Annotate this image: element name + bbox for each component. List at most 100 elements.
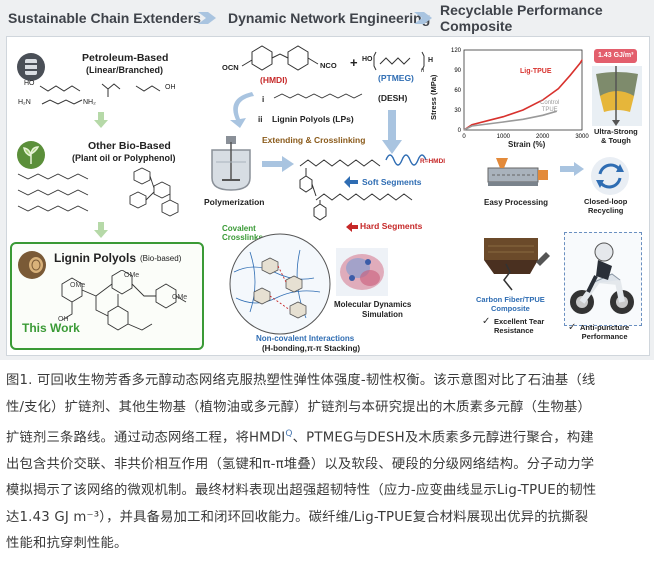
- ptmeg-structure: [373, 51, 425, 71]
- caption-text: 、PTMEG与DESH及木质素多元醇进行聚合，构建: [292, 430, 594, 446]
- hydroxyl-label: HO: [24, 80, 35, 87]
- lignin-title: Lignin Polyols: [54, 251, 137, 265]
- data-point: [581, 59, 583, 61]
- data-point: [579, 62, 581, 64]
- bio-based-molecules: [17, 167, 179, 217]
- hydroxyl-label: OH: [58, 316, 69, 323]
- curved-arrow-icon: [230, 92, 254, 128]
- extruder-icon: [487, 158, 548, 186]
- plant-icon: [17, 141, 45, 169]
- chart-frame: [463, 49, 583, 131]
- caption-text: 扩链剂三条路线。通过动态网络工程，将HMDI: [6, 430, 286, 446]
- recycle-icon: [591, 157, 629, 195]
- chart-ylabel: Stress (MPa): [429, 74, 438, 120]
- tear-resistance-label: Excellent Tear Resistance: [494, 317, 545, 335]
- x-tick-label: 0: [462, 134, 466, 140]
- x-tick-label: 3000: [575, 134, 589, 140]
- data-point: [522, 109, 524, 111]
- ultra-tough-label: Ultra-Strong & Tough: [594, 127, 638, 145]
- hmdi-structure: [241, 45, 319, 71]
- reactor-icon: [211, 136, 251, 191]
- desh-label: (DESH): [378, 93, 408, 103]
- hard-segments-label: Hard Segments: [360, 221, 423, 231]
- ome-label: OMe: [124, 272, 140, 279]
- ome-label: OMe: [172, 294, 188, 301]
- data-point: [502, 116, 504, 118]
- x-tick-label: 2000: [536, 134, 550, 140]
- this-work-label: This Work: [22, 321, 80, 335]
- noncovalent-sub: (H-bonding,π-π Stacking): [262, 344, 361, 353]
- carbon-fiber-composite-image: [484, 238, 550, 291]
- wood-log-icon: [18, 251, 46, 279]
- figure-caption: 图1. 可回收生物芳香多元醇动态网络克服热塑性弹性体强度-韧性权衡。该示意图对比…: [6, 368, 646, 558]
- r-hmdi-label: R=HMDI: [420, 158, 446, 165]
- caption-line: 模拟揭示了该网络的微观机制。最终材料表现出超强超韧特性（应力-应变曲线显示Lig…: [6, 483, 597, 499]
- data-point: [542, 99, 544, 101]
- arrow-left-icon: [344, 176, 358, 188]
- lignin-polyol-structure: [61, 270, 187, 331]
- arrow-right-icon: [560, 162, 584, 176]
- toughness-badge: 1.43 GJ/m³: [594, 49, 638, 64]
- header-chain-extenders: Sustainable Chain Extenders: [8, 10, 201, 26]
- puncture-label: Anti-puncture Performance: [580, 323, 630, 341]
- ptmeg-h: H: [428, 57, 434, 64]
- lignin-subtitle: (Bio-based): [140, 254, 182, 263]
- header-dynamic-network: Dynamic Network Engineering: [228, 10, 431, 26]
- hmdi-label: (HMDI): [260, 75, 288, 85]
- data-point: [522, 118, 524, 120]
- y-tick-label: 0: [458, 128, 462, 134]
- arrow-left-icon: [346, 222, 358, 232]
- polymerization-label: Polymerization: [204, 197, 265, 207]
- check-icon: ✓: [568, 322, 577, 333]
- stress-strain-chart: 0 30 60 90 120 0 1000 2000 3000: [451, 48, 589, 140]
- y-tick-label: 120: [451, 48, 462, 54]
- data-point: [502, 121, 504, 123]
- desh-structure: [273, 93, 363, 99]
- header-arrow-icon: [198, 12, 216, 24]
- network-circle: [229, 233, 331, 335]
- data-point: [542, 114, 544, 116]
- carbon-fiber-label: Carbon Fiber/TPUE Composite: [476, 295, 545, 313]
- data-point: [463, 129, 465, 131]
- caption-line: 性/支化）扩链剂、其他生物基（植物油或多元醇）扩链剂与本研究提出的木质素多元醇（…: [6, 399, 592, 415]
- lignin-polyols-lps: Lignin Polyols (LPs): [272, 114, 354, 124]
- other-bio-title: Other Bio-Based: [88, 140, 171, 152]
- search-icon[interactable]: Q: [285, 429, 293, 439]
- closed-loop-label: Closed-loop Recycling: [584, 197, 628, 215]
- y-tick-label: 30: [454, 108, 461, 114]
- header-recyclable-composite: Recyclable Performance Composite: [440, 2, 603, 34]
- arrow-down-icon: [94, 112, 108, 128]
- arrow-down-icon: [382, 110, 402, 154]
- amine-label: H₂N: [18, 99, 31, 106]
- caption-line: 出包含共价交联、非共价相互作用（氢键和π-π堆叠）以及软段、硬段的分级网络结构。…: [6, 456, 595, 472]
- caption-line: 图1. 可回收生物芳香多元醇动态网络克服热塑性弹性体强度-韧性权衡。该示意图对比…: [6, 373, 596, 388]
- caption-line: 扩链剂三条路线。通过动态网络工程，将HMDIQ、PTMEG与DESH及木质素多元…: [6, 421, 646, 452]
- header-arrow-icon: [414, 12, 432, 24]
- covalent-crosslinks-label: Covalent Crosslinks: [222, 224, 263, 243]
- check-icon: ✓: [482, 316, 491, 327]
- caption-line: 达1.43 GJ m⁻³），并具备易加工和闭环回收能力。碳纤维/Lig-TPUE…: [6, 509, 589, 525]
- ptmeg-ho: HO: [362, 56, 373, 63]
- ome-label: OMe: [70, 282, 86, 289]
- series-label-control: Control TPUE: [540, 100, 560, 113]
- ptmeg-n: n: [421, 68, 425, 74]
- extending-label: Extending & Crosslinking: [262, 135, 366, 145]
- x-tick-label: 1000: [497, 134, 511, 140]
- nco-label: NCO: [320, 61, 337, 70]
- y-tick-label: 60: [454, 88, 461, 94]
- data-point: [471, 124, 473, 126]
- data-point: [569, 74, 571, 76]
- item-i: i: [262, 95, 265, 104]
- arrow-right-icon: [262, 156, 294, 172]
- md-label: Simulation: [362, 310, 403, 319]
- data-point: [487, 120, 489, 122]
- hydroxyl-label: OH: [165, 84, 176, 91]
- y-tick-label: 90: [454, 68, 461, 74]
- data-point: [557, 88, 559, 90]
- data-point: [555, 110, 558, 112]
- chart-xlabel: Strain (%): [508, 140, 546, 149]
- arrow-down-icon: [94, 222, 108, 238]
- data-point: [487, 123, 489, 125]
- soft-segments-label: Soft Segments: [362, 177, 422, 187]
- caption-line: 性能和抗穿刺性能。: [6, 536, 128, 552]
